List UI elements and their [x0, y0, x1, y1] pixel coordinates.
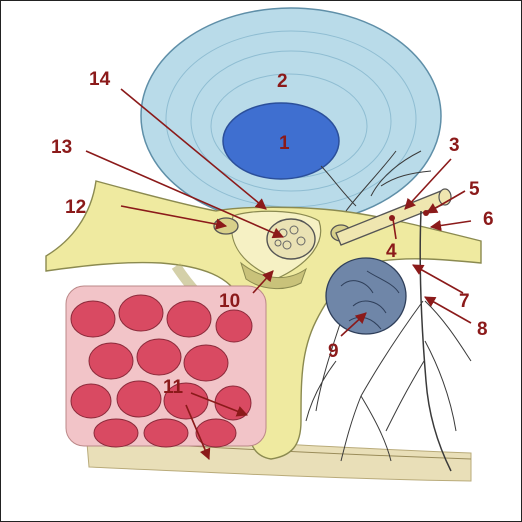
- leader-dot-4: [389, 215, 395, 221]
- label-13: 13: [51, 137, 72, 158]
- ganglion-mass: [326, 258, 406, 334]
- label-3: 3: [449, 135, 460, 156]
- label-8: 8: [477, 319, 488, 340]
- leader-dot-5: [423, 210, 429, 216]
- label-9: 9: [328, 341, 339, 362]
- label-12: 12: [65, 197, 86, 218]
- label-14: 14: [89, 69, 111, 90]
- label-1: 1: [279, 133, 290, 154]
- label-4: 4: [386, 241, 397, 262]
- label-2: 2: [277, 71, 288, 92]
- dural-sac: [267, 219, 315, 259]
- label-10: 10: [219, 291, 240, 312]
- label-5: 5: [469, 179, 480, 200]
- leader-line-6: [431, 221, 471, 227]
- label-7: 7: [459, 291, 470, 312]
- label-11: 11: [163, 377, 184, 398]
- label-6: 6: [483, 209, 494, 230]
- muscle-fascicles: [71, 295, 252, 447]
